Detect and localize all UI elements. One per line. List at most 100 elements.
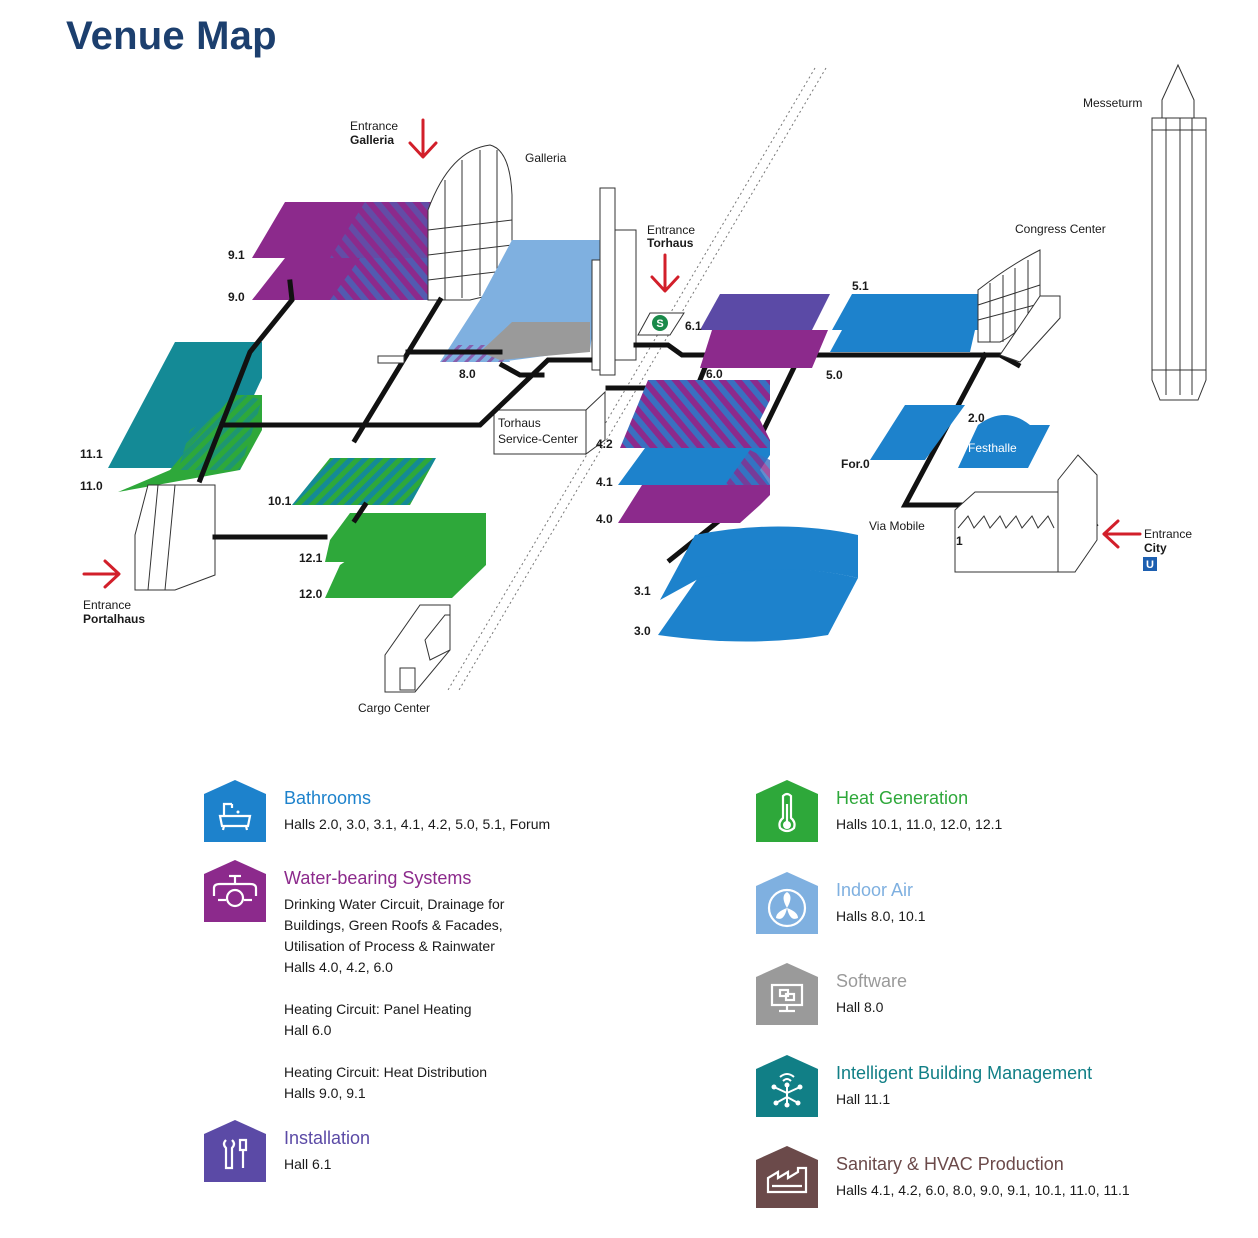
cargo-center-label: Cargo Center bbox=[358, 701, 430, 715]
hall-number-labels: 9.1 9.0 8.0 11.1 11.0 10.1 12.1 12.0 6.1… bbox=[80, 248, 985, 638]
hall-1-building bbox=[954, 454, 1098, 573]
legend-line: Hall 6.1 bbox=[284, 1156, 332, 1172]
hall-5-1[interactable] bbox=[832, 294, 980, 330]
hall-label: 11.0 bbox=[80, 479, 103, 493]
hall-label: 12.0 bbox=[299, 587, 323, 601]
entrance-portalhaus-name: Portalhaus bbox=[83, 612, 145, 626]
legend-line: Drinking Water Circuit, Drainage for bbox=[284, 896, 505, 912]
legend-line: Buildings, Green Roofs & Facades, bbox=[284, 917, 503, 933]
u-bahn-icon bbox=[1143, 557, 1157, 571]
via-mobile-label: Via Mobile bbox=[869, 519, 925, 533]
legend-title: Bathrooms bbox=[284, 788, 372, 808]
hall-label: 10.1 bbox=[268, 494, 292, 508]
legend-line: Hall 11.1 bbox=[836, 1091, 891, 1107]
legend-title: Intelligent Building Management bbox=[836, 1063, 1093, 1083]
hall-12-1[interactable] bbox=[325, 513, 486, 562]
legend-line: Halls 4.0, 4.2, 6.0 bbox=[284, 959, 393, 975]
festhalle-label: Festhalle bbox=[968, 441, 1017, 455]
legend-line: Halls 4.1, 4.2, 6.0, 8.0, 9.0, 9.1, 10.1… bbox=[836, 1182, 1130, 1198]
hall-label: 6.0 bbox=[706, 367, 723, 381]
map-labels: Entrance Galleria Galleria Entrance Torh… bbox=[83, 96, 1192, 715]
hall-label: 12.1 bbox=[299, 551, 323, 565]
hall-3-1[interactable] bbox=[660, 526, 858, 601]
arrow-left-icon bbox=[1102, 519, 1142, 549]
messeturm-label: Messeturm bbox=[1083, 96, 1142, 110]
messeturm-tower bbox=[1151, 63, 1207, 401]
s-bahn-icon bbox=[652, 315, 668, 331]
legend-line: Heating Circuit: Panel Heating bbox=[284, 1001, 472, 1017]
hall-label: 5.0 bbox=[826, 368, 843, 382]
legend-line: Utilisation of Process & Rainwater bbox=[284, 938, 495, 954]
galleria-label: Galleria bbox=[525, 151, 567, 165]
computer-monitor-icon bbox=[756, 963, 818, 1025]
entrance-arrows bbox=[82, 118, 1142, 589]
legend-line: Hall 6.0 bbox=[284, 1022, 332, 1038]
legend-line: Hall 8.0 bbox=[836, 999, 884, 1015]
legend-title: Heat Generation bbox=[836, 788, 969, 808]
hall-6-0[interactable] bbox=[700, 330, 828, 368]
legend-line: Heating Circuit: Heat Distribution bbox=[284, 1064, 488, 1080]
factory-icon bbox=[756, 1146, 818, 1208]
entrance-portalhaus-label: Entrance bbox=[83, 598, 131, 612]
hall-label: 3.0 bbox=[634, 624, 651, 638]
hall-3-0[interactable] bbox=[658, 568, 858, 642]
hall-label: 2.0 bbox=[968, 411, 985, 425]
valve-pipe-icon bbox=[204, 860, 266, 922]
walkways bbox=[196, 279, 1099, 564]
entrance-torhaus-name: Torhaus bbox=[647, 236, 694, 250]
hall-6-1[interactable] bbox=[700, 294, 830, 330]
bathtub-icon bbox=[204, 780, 266, 842]
hall-10-1[interactable] bbox=[292, 458, 436, 505]
hall-4-0[interactable] bbox=[618, 485, 770, 523]
hall-label: 5.1 bbox=[852, 279, 869, 293]
hall-label: 4.1 bbox=[596, 475, 613, 489]
u-bahn-badge: U bbox=[1146, 559, 1154, 571]
hall-label: 1 bbox=[956, 534, 963, 548]
legend-title: Indoor Air bbox=[836, 880, 914, 900]
entrance-city-label: Entrance bbox=[1144, 527, 1192, 541]
entrance-galleria-label: Entrance bbox=[350, 119, 398, 133]
congress-center-label: Congress Center bbox=[1015, 222, 1106, 236]
wrench-tools-icon bbox=[204, 1120, 266, 1182]
congress-center-building bbox=[977, 249, 1061, 363]
legend-title: Installation bbox=[284, 1128, 371, 1148]
hall-label: 9.0 bbox=[228, 290, 245, 304]
thermometer-icon bbox=[756, 780, 818, 842]
legend-title: Sanitary & HVAC Production bbox=[836, 1154, 1064, 1174]
legend-title: Water-bearing Systems bbox=[284, 868, 472, 888]
torhaus-service-center bbox=[493, 390, 606, 455]
railway-tracks bbox=[447, 67, 827, 691]
hall-label: 11.1 bbox=[80, 447, 103, 461]
arrow-down-icon bbox=[650, 253, 680, 293]
venue-map: S bbox=[80, 63, 1207, 715]
hall-label: 3.1 bbox=[634, 584, 651, 598]
hall-label: 4.2 bbox=[596, 437, 613, 451]
arrow-down-icon bbox=[408, 118, 438, 159]
hall-label: 8.0 bbox=[459, 367, 476, 381]
hall-label: 6.1 bbox=[685, 319, 702, 333]
legend-line: Halls 10.1, 11.0, 12.0, 12.1 bbox=[836, 816, 1003, 832]
hall-label: For.0 bbox=[841, 457, 870, 471]
fan-icon bbox=[756, 872, 818, 934]
hall-forum[interactable] bbox=[870, 405, 965, 460]
entrance-torhaus-label: Entrance bbox=[647, 223, 695, 237]
hall-5-0[interactable] bbox=[830, 330, 975, 352]
torhaus-sc-label-1: Torhaus bbox=[498, 416, 541, 430]
hall-label: 4.0 bbox=[596, 512, 613, 526]
legend-title: Software bbox=[836, 971, 908, 991]
hall-4-2[interactable] bbox=[620, 380, 770, 448]
cargo-center-building bbox=[384, 604, 451, 693]
portalhaus-building bbox=[134, 484, 216, 591]
arrow-right-icon bbox=[82, 559, 121, 589]
platform-marker bbox=[377, 355, 405, 364]
s-bahn-badge: S bbox=[656, 318, 663, 330]
entrance-galleria-name: Galleria bbox=[350, 133, 394, 147]
page-title: Venue Map bbox=[66, 14, 277, 58]
legend-line: Halls 9.0, 9.1 bbox=[284, 1085, 366, 1101]
torhaus-tower bbox=[591, 187, 637, 376]
festhalle-hall[interactable] bbox=[958, 415, 1050, 468]
network-hub-icon bbox=[756, 1055, 818, 1117]
torhaus-sc-label-2: Service-Center bbox=[498, 432, 578, 446]
hall-label: 9.1 bbox=[228, 248, 245, 262]
entrance-city-name: City bbox=[1144, 541, 1167, 555]
